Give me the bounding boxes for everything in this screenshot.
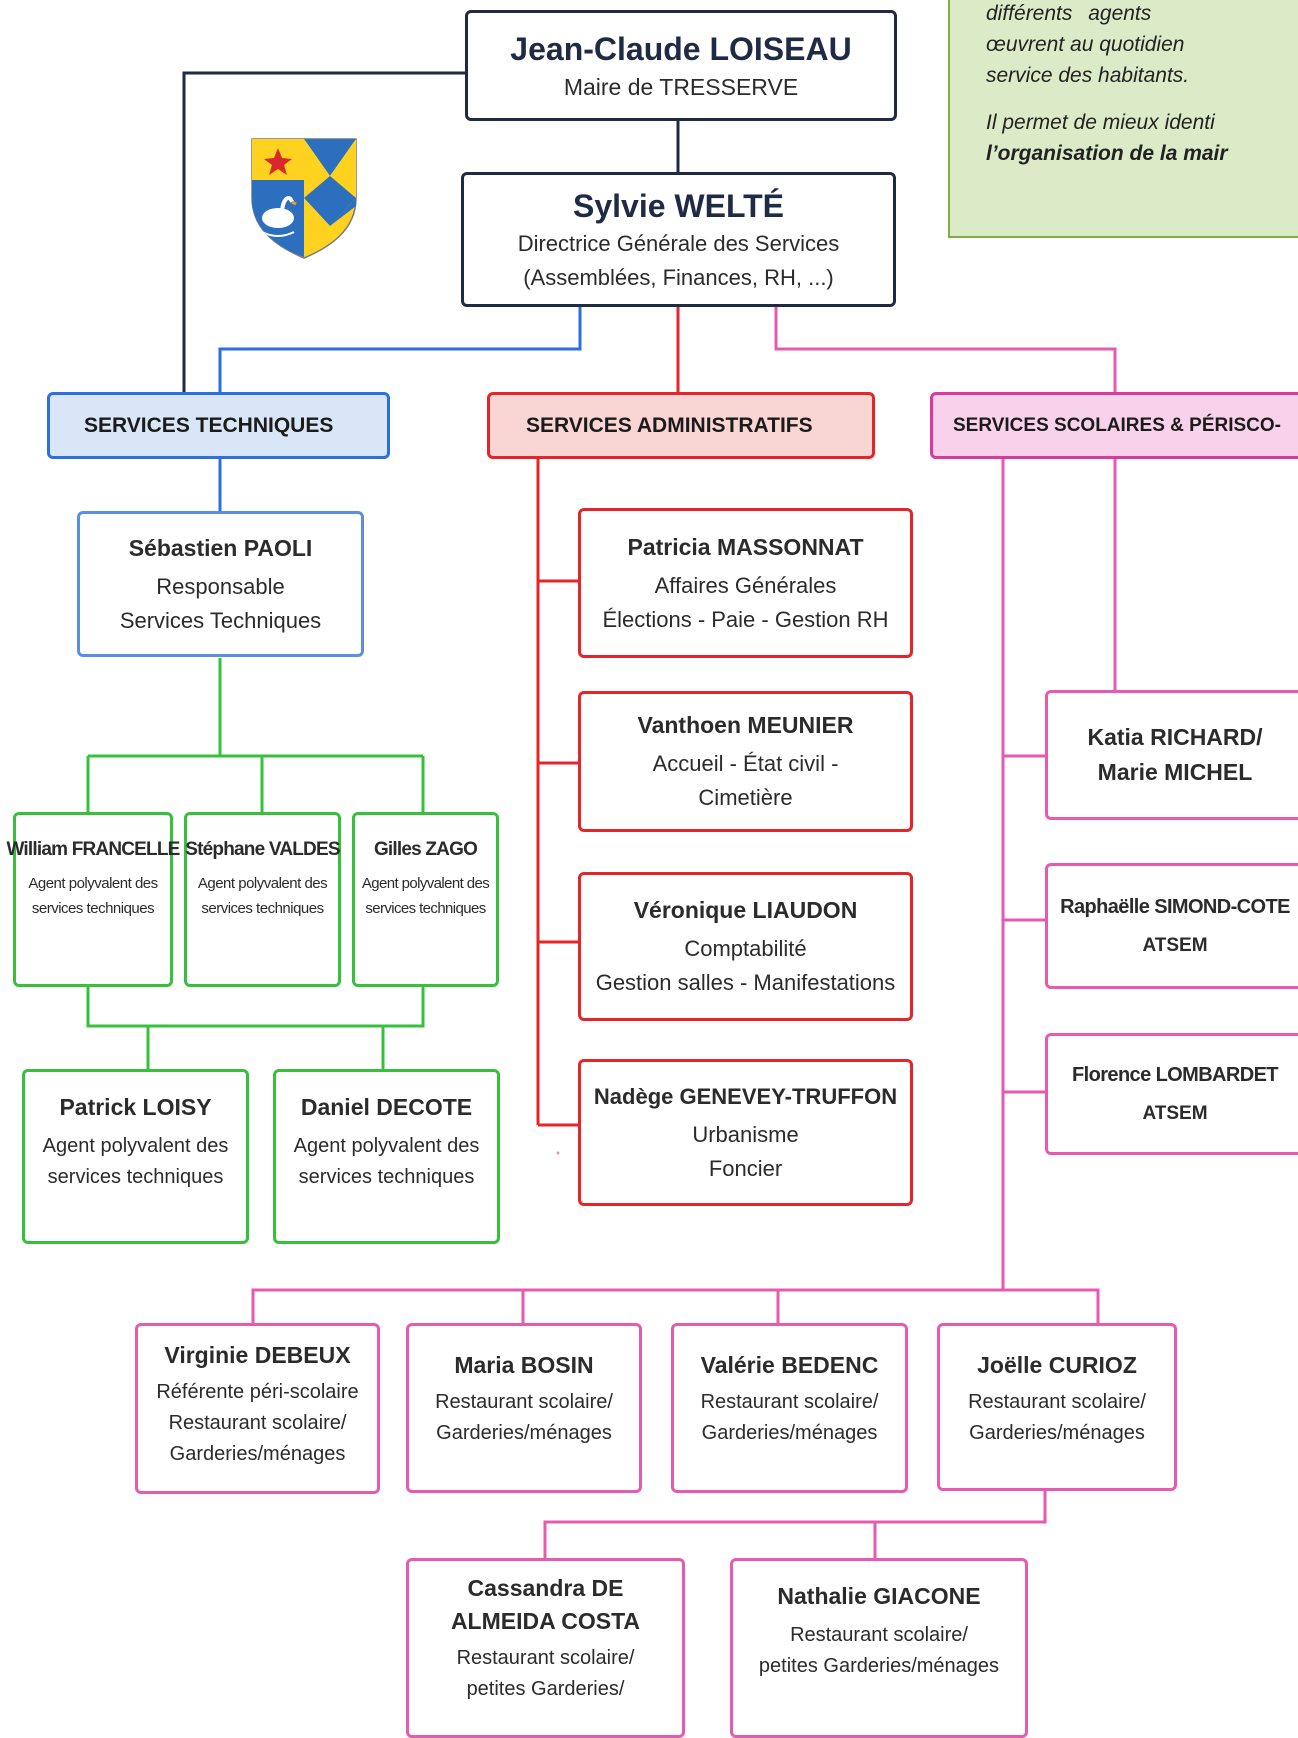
admin-staff-name: Nadège GENEVEY-TRUFFON — [593, 1083, 898, 1109]
tech-head-role-2: Services Techniques — [119, 607, 322, 633]
note-line-1: différents agents — [986, 2, 1152, 25]
scol-staff-name: Maria BOSIN — [454, 1352, 594, 1378]
dgs-role-line-2: (Assemblées, Finances, RH, ...) — [523, 265, 834, 290]
scol-staff-role-1: Restaurant scolaire/ — [456, 1647, 635, 1669]
admin-staff-card: Vanthoen MEUNIER Accueil - État civil - … — [578, 691, 913, 832]
admin-staff-name: Patricia MASSONNAT — [627, 533, 864, 560]
admin-staff-name: Vanthoen MEUNIER — [637, 712, 854, 738]
scol-staff-role-1: Restaurant scolaire/ — [435, 1391, 613, 1413]
admin-staff-role-2: Foncier — [708, 1155, 783, 1181]
scol-staff-role-1: Restaurant scolaire/ — [700, 1391, 879, 1413]
tech-agent-name: Patrick LOISY — [59, 1094, 212, 1120]
scol-staff-name: Joëlle CURIOZ — [977, 1352, 1137, 1378]
note-line-5: l’organisation de la mair — [986, 142, 1228, 165]
scol-staff-role-3: Garderies/ménages — [169, 1443, 346, 1465]
scol-staff-name: Raphaëlle SIMOND-COTE — [1060, 895, 1290, 918]
tech-agent-role-1: Agent polyvalent des — [361, 875, 490, 892]
scol-staff-card: Nathalie GIACONE Restaurant scolaire/ pe… — [730, 1558, 1028, 1738]
admin-staff-role-1: Affaires Générales — [654, 572, 837, 598]
note-line-4: Il permet de mieux identi — [986, 111, 1215, 134]
dept-scol-label: SERVICES SCOLAIRES & PÉRISCO- — [953, 414, 1281, 436]
tech-head-role-1: Responsable — [156, 573, 285, 599]
mayor-box: Jean-Claude LOISEAU Maire de TRESSERVE — [465, 10, 897, 121]
admin-staff-role-2: Gestion salles - Manifestations — [595, 970, 896, 995]
tech-agent-role-1: Agent polyvalent des — [42, 1135, 229, 1157]
scol-staff-card: Florence LOMBARDET ATSEM — [1045, 1033, 1298, 1155]
admin-staff-role-1: Urbanisme — [692, 1121, 799, 1147]
info-note: différents agents œuvrent au quotidien s… — [948, 0, 1298, 238]
scol-staff-name: Nathalie GIACONE — [777, 1583, 981, 1609]
scol-staff-role-2: Garderies/ménages — [969, 1422, 1145, 1444]
tech-agent-name: Gilles ZAGO — [373, 839, 478, 860]
scol-staff-name: ALMEIDA COSTA — [450, 1608, 641, 1634]
mayor-name: Jean-Claude LOISEAU — [510, 30, 852, 67]
tech-agent-role-2: services techniques — [47, 1166, 224, 1188]
tech-agent-role-1: Agent polyvalent des — [197, 875, 328, 892]
tech-agent-role-2: services techniques — [298, 1166, 475, 1188]
scol-staff-card: Maria BOSIN Restaurant scolaire/ Garderi… — [406, 1323, 642, 1493]
scol-staff-card: Katia RICHARD/ Marie MICHEL — [1045, 690, 1298, 820]
admin-staff-card: Patricia MASSONNAT Affaires Générales Él… — [578, 508, 913, 658]
dgs-role-line-1: Directrice Générale des Services — [517, 231, 840, 256]
admin-staff-role-2: Cimetière — [698, 785, 793, 810]
tech-agent-card: Stéphane VALDES Agent polyvalent des ser… — [184, 812, 341, 987]
dept-admin-header: SERVICES ADMINISTRATIFS — [487, 392, 875, 459]
scol-staff-name: Florence LOMBARDET — [1072, 1063, 1278, 1086]
dgs-name: Sylvie WELTÉ — [572, 188, 784, 224]
tech-agent-role-2: services techniques — [31, 900, 155, 917]
scol-staff-name: Valérie BEDENC — [700, 1352, 879, 1378]
scol-staff-role: ATSEM — [1142, 1102, 1208, 1124]
scol-staff-role-2: petites Garderies/ — [466, 1678, 625, 1700]
tech-head-box: Sébastien PAOLI Responsable Services Tec… — [77, 511, 364, 657]
tech-agent-role-1: Agent polyvalent des — [293, 1135, 480, 1157]
dept-scol-header: SERVICES SCOLAIRES & PÉRISCO- — [930, 392, 1298, 459]
scol-staff-name: Marie MICHEL — [1097, 759, 1253, 785]
tech-agent-role-2: services techniques — [365, 900, 486, 917]
scol-staff-role: ATSEM — [1142, 934, 1208, 956]
admin-staff-card: Nadège GENEVEY-TRUFFON Urbanisme Foncier — [578, 1059, 913, 1206]
dept-tech-label: SERVICES TECHNIQUES — [84, 413, 334, 437]
scol-staff-role-1: Restaurant scolaire/ — [790, 1624, 968, 1646]
scol-staff-role-1: Restaurant scolaire/ — [968, 1391, 1146, 1413]
dept-admin-label: SERVICES ADMINISTRATIFS — [526, 413, 813, 437]
scol-staff-role-2: Garderies/ménages — [436, 1422, 612, 1444]
admin-staff-card: Véronique LIAUDON Comptabilité Gestion s… — [578, 872, 913, 1021]
scol-staff-role-2: Restaurant scolaire/ — [168, 1412, 347, 1434]
scol-staff-card: Raphaëlle SIMOND-COTE ATSEM — [1045, 863, 1298, 989]
tech-agent-card: William FRANCELLE Agent polyvalent des s… — [6, 812, 180, 987]
scol-staff-card: Joëlle CURIOZ Restaurant scolaire/ Garde… — [937, 1323, 1177, 1491]
scol-staff-card: Valérie BEDENC Restaurant scolaire/ Gard… — [671, 1323, 908, 1493]
scol-staff-card: Cassandra DE ALMEIDA COSTA Restaurant sc… — [406, 1558, 685, 1738]
scol-staff-role-2: Garderies/ménages — [701, 1422, 878, 1444]
coat-of-arms-icon — [251, 138, 357, 259]
tech-agent-card: Patrick LOISY Agent polyvalent des servi… — [22, 1069, 249, 1244]
tech-head-name: Sébastien PAOLI — [128, 534, 313, 561]
admin-staff-name: Véronique LIAUDON — [633, 897, 858, 923]
tech-agent-name: William FRANCELLE — [6, 839, 180, 860]
dept-tech-header: SERVICES TECHNIQUES — [47, 392, 390, 459]
tech-agent-name: Stéphane VALDES — [185, 839, 340, 860]
tech-agent-name: Daniel DECOTE — [300, 1094, 473, 1120]
scol-staff-role-2: petites Garderies/ménages — [758, 1655, 1000, 1677]
note-line-3: service des habitants. — [986, 64, 1190, 87]
scol-staff-name: Virginie DEBEUX — [164, 1342, 351, 1368]
admin-staff-role-2: Élections - Paie - Gestion RH — [602, 606, 889, 632]
tech-agent-card: Daniel DECOTE Agent polyvalent des servi… — [273, 1069, 500, 1244]
tech-agent-card: Gilles ZAGO Agent polyvalent des service… — [352, 812, 499, 987]
scol-staff-card: Virginie DEBEUX Référente péri-scolaire … — [135, 1323, 380, 1494]
admin-staff-role-1: Accueil - État civil - — [652, 751, 839, 776]
admin-staff-role-1: Comptabilité — [684, 936, 807, 961]
mayor-role: Maire de TRESSERVE — [563, 73, 799, 100]
tech-agent-role-2: services techniques — [201, 900, 324, 917]
scol-staff-name: Cassandra DE — [467, 1575, 624, 1601]
tech-agent-role-1: Agent polyvalent des — [28, 875, 158, 892]
note-line-2: œuvrent au quotidien — [986, 33, 1185, 56]
dgs-box: Sylvie WELTÉ Directrice Générale des Ser… — [461, 172, 896, 307]
scol-staff-role-1: Référente péri-scolaire — [156, 1381, 359, 1403]
scol-staff-name: Katia RICHARD/ — [1087, 724, 1263, 750]
